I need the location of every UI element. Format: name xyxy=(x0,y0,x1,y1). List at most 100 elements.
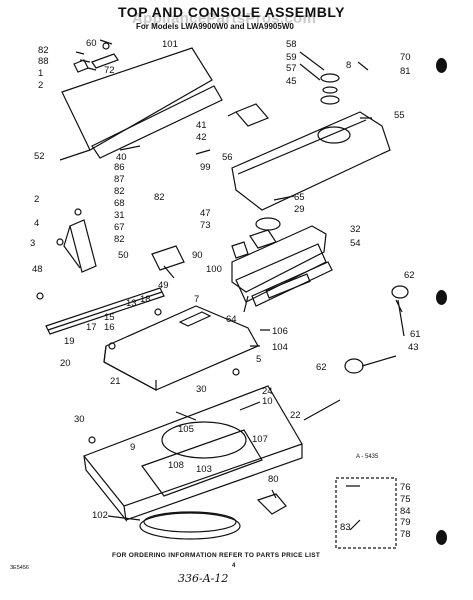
tub-ring xyxy=(139,512,241,540)
callout: 88 xyxy=(38,56,49,67)
rear-panel xyxy=(61,47,213,151)
console-housing xyxy=(231,111,391,211)
switch xyxy=(231,241,249,259)
callout: 54 xyxy=(350,238,361,249)
callout: 82 xyxy=(154,192,165,203)
ordering-note: FOR ORDERING INFORMATION REFER TO PARTS … xyxy=(112,552,321,559)
page-number: 4 xyxy=(232,563,236,569)
callout: 21 xyxy=(110,376,121,387)
valve-bracket xyxy=(151,245,185,271)
knob xyxy=(320,73,340,83)
callout: 82 xyxy=(114,186,125,197)
callout: 59 xyxy=(286,52,297,63)
switch xyxy=(249,229,277,249)
callout: 15 xyxy=(104,312,115,323)
callout: 102 xyxy=(92,510,108,521)
callout: 90 xyxy=(192,250,203,261)
callout: 73 xyxy=(200,220,211,231)
callout: 58 xyxy=(286,39,297,50)
callout: 50 xyxy=(118,250,129,261)
connector-tube xyxy=(91,53,119,69)
callout: 29 xyxy=(294,204,305,215)
callout: 40 xyxy=(116,152,127,163)
callout: 41 xyxy=(196,120,207,131)
callout: 70 xyxy=(400,52,411,63)
inset-parts-box xyxy=(335,477,397,549)
callout: 18 xyxy=(140,294,151,305)
callout: 45 xyxy=(286,76,297,87)
diagram-title: TOP AND CONSOLE ASSEMBLY xyxy=(118,4,345,20)
callout: 48 xyxy=(32,264,43,275)
callout: 30 xyxy=(74,414,85,425)
callout: 86 xyxy=(114,162,125,173)
callout: 62 xyxy=(316,362,327,373)
callout: 80 xyxy=(268,474,279,485)
callout: 81 xyxy=(400,66,411,77)
callout: 52 xyxy=(34,151,45,162)
binder-hole xyxy=(436,290,447,305)
callout: 106 xyxy=(272,326,288,337)
rail xyxy=(45,287,165,335)
callout: 7 xyxy=(194,294,199,305)
callout: 16 xyxy=(104,322,115,333)
control-panel xyxy=(235,243,327,303)
document-code: 3E5456 xyxy=(10,565,29,571)
callout: 19 xyxy=(64,336,75,347)
callout: 107 xyxy=(252,434,268,445)
side-bracket xyxy=(69,219,97,273)
callout: 67 xyxy=(114,222,125,233)
callout: 20 xyxy=(60,358,71,369)
callout: 2 xyxy=(34,194,39,205)
callout: 103 xyxy=(196,464,212,475)
callout: 24 xyxy=(262,386,273,397)
callout: 82 xyxy=(114,234,125,245)
callout: 57 xyxy=(286,63,297,74)
callout: 5 xyxy=(256,354,261,365)
callout: 22 xyxy=(290,410,301,421)
callout: 104 xyxy=(272,342,288,353)
hinge xyxy=(256,493,287,515)
callout: 47 xyxy=(200,208,211,219)
callout: 31 xyxy=(114,210,125,221)
callout: 68 xyxy=(114,198,125,209)
callout: 8 xyxy=(346,60,351,71)
callout: 75 xyxy=(400,494,411,505)
callout: 100 xyxy=(206,264,222,275)
diagram-subtitle: For Models LWA9900W0 and LWA9905W0 xyxy=(136,22,294,31)
watermark: AppliancePartsPros.com xyxy=(132,10,317,27)
callout: 61 xyxy=(410,329,421,340)
binder-hole xyxy=(436,530,447,545)
callout: 101 xyxy=(162,39,178,50)
callout: 49 xyxy=(158,280,169,291)
callout: 9 xyxy=(130,442,135,453)
callout: 82 xyxy=(38,45,49,56)
callout: 55 xyxy=(394,110,405,121)
callout: 60 xyxy=(86,38,97,49)
callout: 65 xyxy=(294,192,305,203)
callout: 83 xyxy=(340,522,351,533)
callout: 87 xyxy=(114,174,125,185)
callout: 30 xyxy=(196,384,207,395)
callout: 64 xyxy=(226,314,237,325)
callout: 78 xyxy=(400,529,411,540)
view-code: A - 5435 xyxy=(356,454,379,460)
callout: 84 xyxy=(400,506,411,517)
callout: 43 xyxy=(408,342,419,353)
bearing xyxy=(391,285,409,299)
handwritten-note: 336-A-12 xyxy=(178,572,229,585)
callout: 108 xyxy=(168,460,184,471)
binder-hole xyxy=(436,58,447,73)
callout: 72 xyxy=(104,65,115,76)
callout: 105 xyxy=(178,424,194,435)
callout: 76 xyxy=(400,482,411,493)
lid-handle xyxy=(178,311,212,327)
callout: 99 xyxy=(200,162,211,173)
callout: 62 xyxy=(404,270,415,281)
callout: 2 xyxy=(38,80,43,91)
callout: 56 xyxy=(222,152,233,163)
callout: 32 xyxy=(350,224,361,235)
callout: 4 xyxy=(34,218,39,229)
